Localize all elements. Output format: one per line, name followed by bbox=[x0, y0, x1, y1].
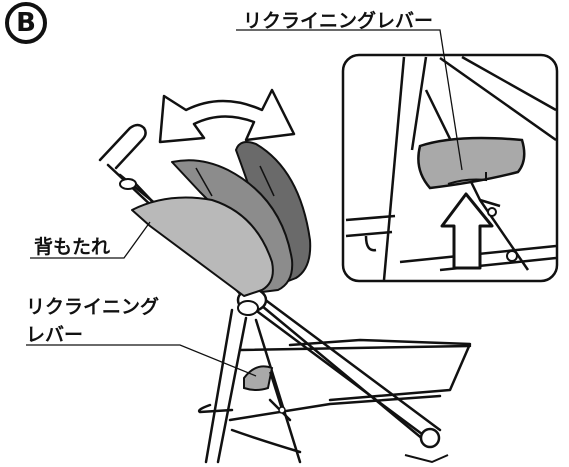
recline-lever-label-line2: レバー bbox=[26, 324, 84, 346]
recline-lever-label-top: リクライニングレバー bbox=[243, 10, 434, 32]
curved-double-arrow-icon bbox=[158, 88, 296, 144]
leader-lines bbox=[26, 29, 463, 377]
section-badge: B bbox=[5, 2, 47, 44]
up-arrow-icon bbox=[440, 192, 494, 270]
backrest-seat bbox=[131, 141, 312, 297]
wheel-arc bbox=[404, 454, 449, 464]
recline-lever-label-line1: リクライニング bbox=[26, 296, 160, 318]
handle-lock bbox=[119, 178, 137, 190]
lever-paddle bbox=[417, 136, 526, 190]
wheel-hub bbox=[419, 427, 441, 449]
backrest-label: 背もたれ bbox=[34, 236, 111, 258]
recline-lever-part bbox=[243, 365, 286, 414]
detail-inset bbox=[341, 53, 559, 283]
